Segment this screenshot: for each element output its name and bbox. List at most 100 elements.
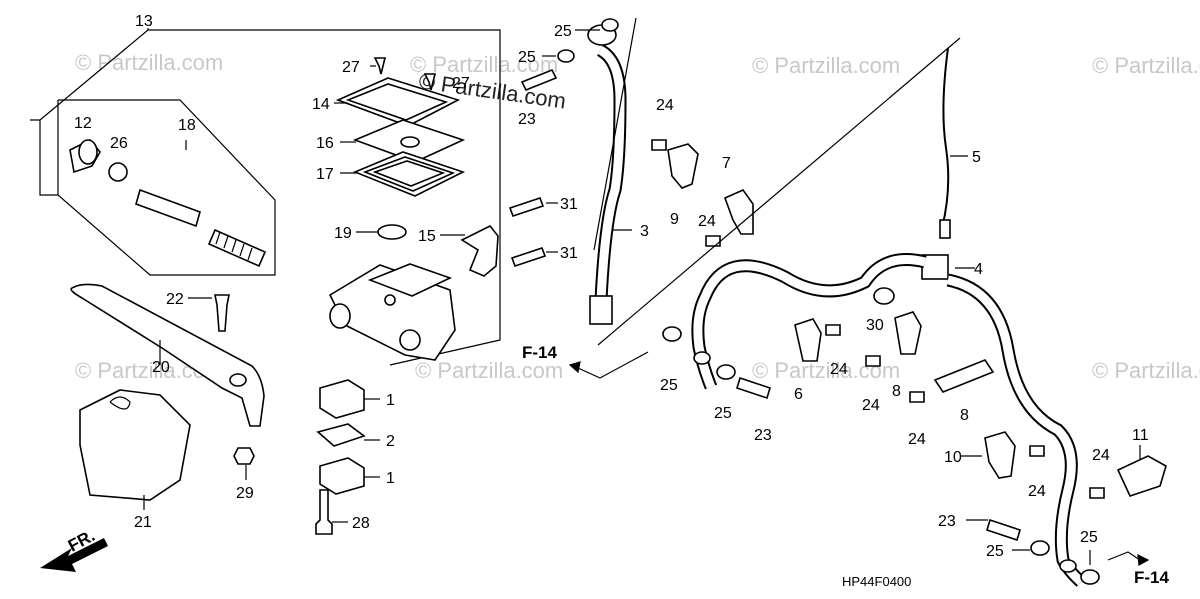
part-11-clamp xyxy=(1116,455,1167,497)
part-23-bolt xyxy=(520,68,558,92)
part-24-bolt xyxy=(1089,487,1105,499)
callout: 22 xyxy=(166,291,184,308)
callout: 25 xyxy=(518,49,536,66)
callout: 27 xyxy=(452,75,470,92)
part-27-screw xyxy=(423,73,437,91)
callout-numbers: 13 27 27 14 16 17 19 15 12 26 18 22 20 2… xyxy=(74,13,1149,560)
part-24-bolt xyxy=(825,324,841,336)
part-25-washer xyxy=(601,18,619,32)
part-9-clamp xyxy=(667,143,699,189)
callout: 8 xyxy=(892,383,901,400)
part-23-bolt xyxy=(986,518,1021,542)
part-7-clamp xyxy=(723,189,754,235)
watermark: © Partzilla.com xyxy=(415,358,563,383)
callout: 24 xyxy=(830,361,848,378)
callout: 31 xyxy=(560,196,578,213)
outline-18 xyxy=(57,99,276,276)
part-26-circlip xyxy=(108,162,128,182)
watermark: © Partzilla.com xyxy=(1092,53,1200,78)
part-6-clamp xyxy=(794,318,822,362)
part-17-diaphragm xyxy=(352,151,466,197)
part-5-pipe xyxy=(939,47,951,239)
callout: 24 xyxy=(1028,483,1046,500)
callout: 24 xyxy=(698,213,716,230)
part-3-hose xyxy=(587,24,627,325)
callout: 6 xyxy=(794,386,803,403)
watermark: © Partzilla.com xyxy=(75,50,223,75)
callout: 23 xyxy=(754,427,772,444)
callout: 13 xyxy=(135,13,153,30)
part-25-washer xyxy=(557,49,575,63)
part-8-clamp xyxy=(933,359,995,393)
callout: 19 xyxy=(334,225,352,242)
part-25-washer xyxy=(1059,559,1077,573)
front-direction-arrow: FR. xyxy=(40,526,108,572)
part-25-washer xyxy=(693,351,711,365)
part-27-screw xyxy=(373,57,387,75)
part-4-joint xyxy=(921,254,949,280)
part-24-bolt xyxy=(705,235,721,247)
part-25-washer xyxy=(1080,569,1100,585)
part-2-switch xyxy=(316,423,366,447)
part-12-sleeve xyxy=(69,139,101,174)
part-20-lever xyxy=(70,283,265,427)
part-18-piston xyxy=(135,188,267,268)
callout: 31 xyxy=(560,245,578,262)
callout: 25 xyxy=(554,23,572,40)
callout: 15 xyxy=(418,228,436,245)
callout: 1 xyxy=(386,470,395,487)
callout: 18 xyxy=(178,117,196,134)
part-10-clamp xyxy=(984,431,1016,479)
callout: 25 xyxy=(1080,529,1098,546)
part-24-bolt xyxy=(909,391,925,403)
callout: 29 xyxy=(236,485,254,502)
ref-label-f14: F-14 xyxy=(1134,568,1170,587)
outline-13 xyxy=(30,29,149,121)
callout: 24 xyxy=(862,397,880,414)
part-1-switch xyxy=(319,379,365,419)
callout: 23 xyxy=(518,111,536,128)
part-24-bolt xyxy=(865,355,881,367)
callout: 3 xyxy=(640,223,649,240)
part-8-clamp xyxy=(894,311,922,355)
ref-lines xyxy=(568,17,1150,566)
callout: 25 xyxy=(660,377,678,394)
outline-13 xyxy=(148,29,501,366)
part-25-washer xyxy=(662,326,682,342)
callout: 17 xyxy=(316,166,334,183)
part-25-washer xyxy=(1030,540,1050,556)
callout: 21 xyxy=(134,514,152,531)
callout: 25 xyxy=(986,543,1004,560)
watermark: © Partzilla.com xyxy=(752,53,900,78)
part-31-bolt xyxy=(510,246,547,268)
part-23-bolt xyxy=(736,376,771,400)
part-1-switch xyxy=(319,457,365,495)
callout: 2 xyxy=(386,433,395,450)
callout: 24 xyxy=(656,97,674,114)
callout: 24 xyxy=(908,431,926,448)
part-15-holder xyxy=(460,224,499,277)
watermark-layer: © Partzilla.com © Partzilla.com © Partzi… xyxy=(75,50,1200,383)
callout: 28 xyxy=(352,515,370,532)
callout: 12 xyxy=(74,115,92,132)
callout: 23 xyxy=(938,513,956,530)
callout: 10 xyxy=(944,449,962,466)
part-21-cover xyxy=(79,389,191,501)
leader-lines xyxy=(143,28,1141,565)
part-30-grommet xyxy=(873,287,895,305)
callout: 30 xyxy=(866,317,884,334)
part-24-bolt xyxy=(651,139,667,151)
ref-label-f14: F-14 xyxy=(522,343,558,362)
callout: 11 xyxy=(1132,427,1149,444)
master-cylinder-body xyxy=(328,263,456,361)
part-25-washer xyxy=(716,364,736,380)
callout: 25 xyxy=(714,405,732,422)
watermark: © Partzilla.com xyxy=(1092,358,1200,383)
part-4-hose-left xyxy=(691,253,927,390)
outline-13 xyxy=(39,120,58,196)
diagram-code: HP44F0400 xyxy=(842,574,911,589)
part-22-bolt xyxy=(214,294,230,332)
callout: 9 xyxy=(670,211,679,228)
callout: 26 xyxy=(110,135,128,152)
